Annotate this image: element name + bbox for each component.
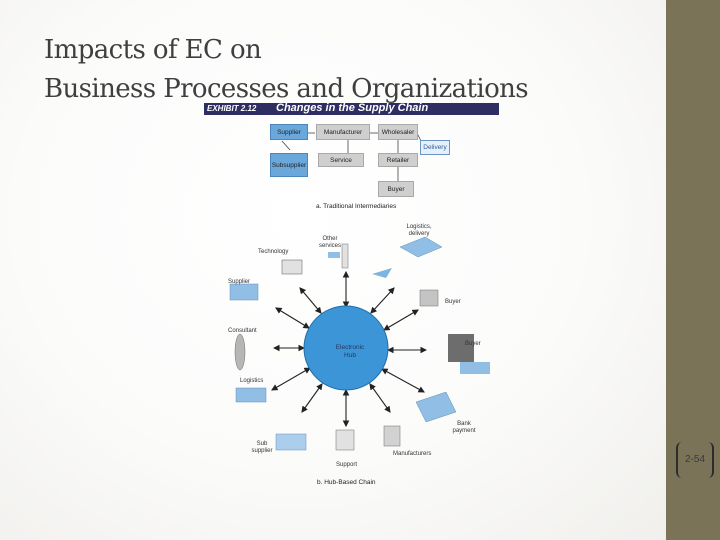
exhibit-number: EXHIBIT 2.12 xyxy=(207,104,257,113)
node-consultant: Consultant xyxy=(228,328,257,334)
slide-title-line-2: Business Processes and Organizations xyxy=(44,74,529,104)
box-subsupplier: Subsupplier xyxy=(270,153,308,177)
node-supplier: Supplier xyxy=(228,279,251,285)
node-buyer-top: Buyer xyxy=(445,299,461,305)
hub-center-line-2: Hub xyxy=(344,352,356,359)
hub-caption: b. Hub-Based Chain xyxy=(317,479,376,486)
node-buyer-mid: Buyer xyxy=(465,341,481,347)
node-logistics-delivery: Logistics, delivery xyxy=(406,224,432,237)
exhibit-title: Changes in the Supply Chain xyxy=(276,102,429,114)
box-retailer: Retailer xyxy=(378,153,418,167)
node-support: Support xyxy=(336,462,358,468)
node-illustrations xyxy=(229,236,490,451)
page-number: 2-54 xyxy=(684,454,705,465)
node-other-services: Other services xyxy=(318,236,341,249)
page-number-bracket xyxy=(676,442,714,478)
hub-center-line-1: Electronic xyxy=(335,344,365,351)
slide-title-line-1: Impacts of EC on xyxy=(44,35,262,65)
exhibit-header-bar: EXHIBIT 2.12 Changes in the Supply Chain xyxy=(204,102,499,115)
box-buyer: Buyer xyxy=(378,181,414,197)
right-accent-band xyxy=(666,0,720,540)
traditional-caption: a. Traditional Intermediaries xyxy=(316,203,397,210)
slide-background xyxy=(0,0,666,540)
slide-title: Impacts of EC on Business Processes and … xyxy=(44,31,529,109)
box-manufacturer: Manufacturer xyxy=(316,124,370,140)
node-bank-payment: Bank payment xyxy=(452,421,476,434)
electronic-hub-circle xyxy=(303,305,389,391)
node-manufacturers: Manufacturers xyxy=(393,451,432,457)
box-service: Service xyxy=(318,153,364,167)
hub-diagram xyxy=(229,236,490,451)
box-wholesaler: Wholesaler xyxy=(378,124,418,140)
node-sub-supplier: Sub supplier xyxy=(251,441,273,454)
box-supplier: Supplier xyxy=(270,124,308,140)
node-logistics: Logistics xyxy=(240,378,264,384)
box-delivery: Delivery xyxy=(420,140,450,155)
node-technology: Technology xyxy=(258,249,289,255)
hub-center-label: Electronic Hub xyxy=(330,344,370,360)
